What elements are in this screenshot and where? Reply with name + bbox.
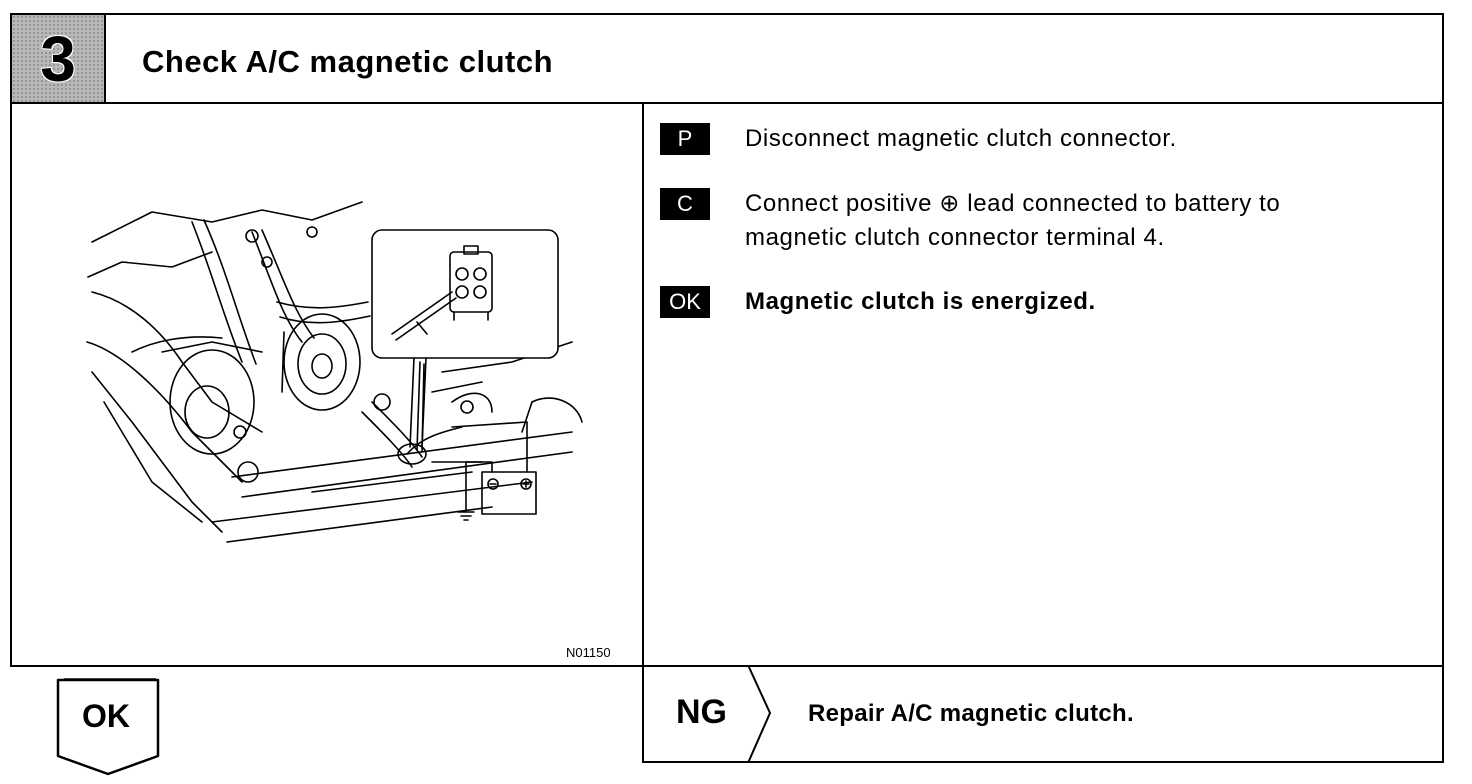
instruction-panel	[642, 102, 1444, 667]
step-number: 3	[40, 22, 76, 95]
procedure-tag: P	[660, 123, 710, 155]
check-text-line-1: Connect positive ⊕ lead connected to bat…	[745, 190, 1281, 217]
ng-result-label: NG	[676, 693, 727, 731]
check-tag: C	[660, 188, 710, 220]
figure-code: N01150	[566, 645, 611, 660]
ok-condition-text: Magnetic clutch is energized.	[745, 288, 1096, 315]
ng-action-text: Repair A/C magnetic clutch.	[808, 700, 1134, 727]
ok-badge-shape	[56, 678, 160, 776]
ng-arrow-icon	[747, 665, 772, 763]
ng-result-box	[642, 665, 1444, 763]
engine-illustration	[86, 201, 583, 543]
ok-result-label: OK	[82, 698, 130, 734]
procedure-text: Disconnect magnetic clutch connector.	[745, 125, 1177, 152]
ok-tag: OK	[660, 286, 710, 318]
page-title: Check A/C magnetic clutch	[142, 44, 554, 79]
figure-panel	[10, 102, 644, 667]
step-number-box: 3	[10, 13, 106, 104]
check-text-line-2: magnetic clutch connector terminal 4.	[745, 224, 1165, 251]
title-box	[104, 13, 1444, 104]
check-text: Connect positive ⊕ lead connected to bat…	[745, 187, 1425, 255]
